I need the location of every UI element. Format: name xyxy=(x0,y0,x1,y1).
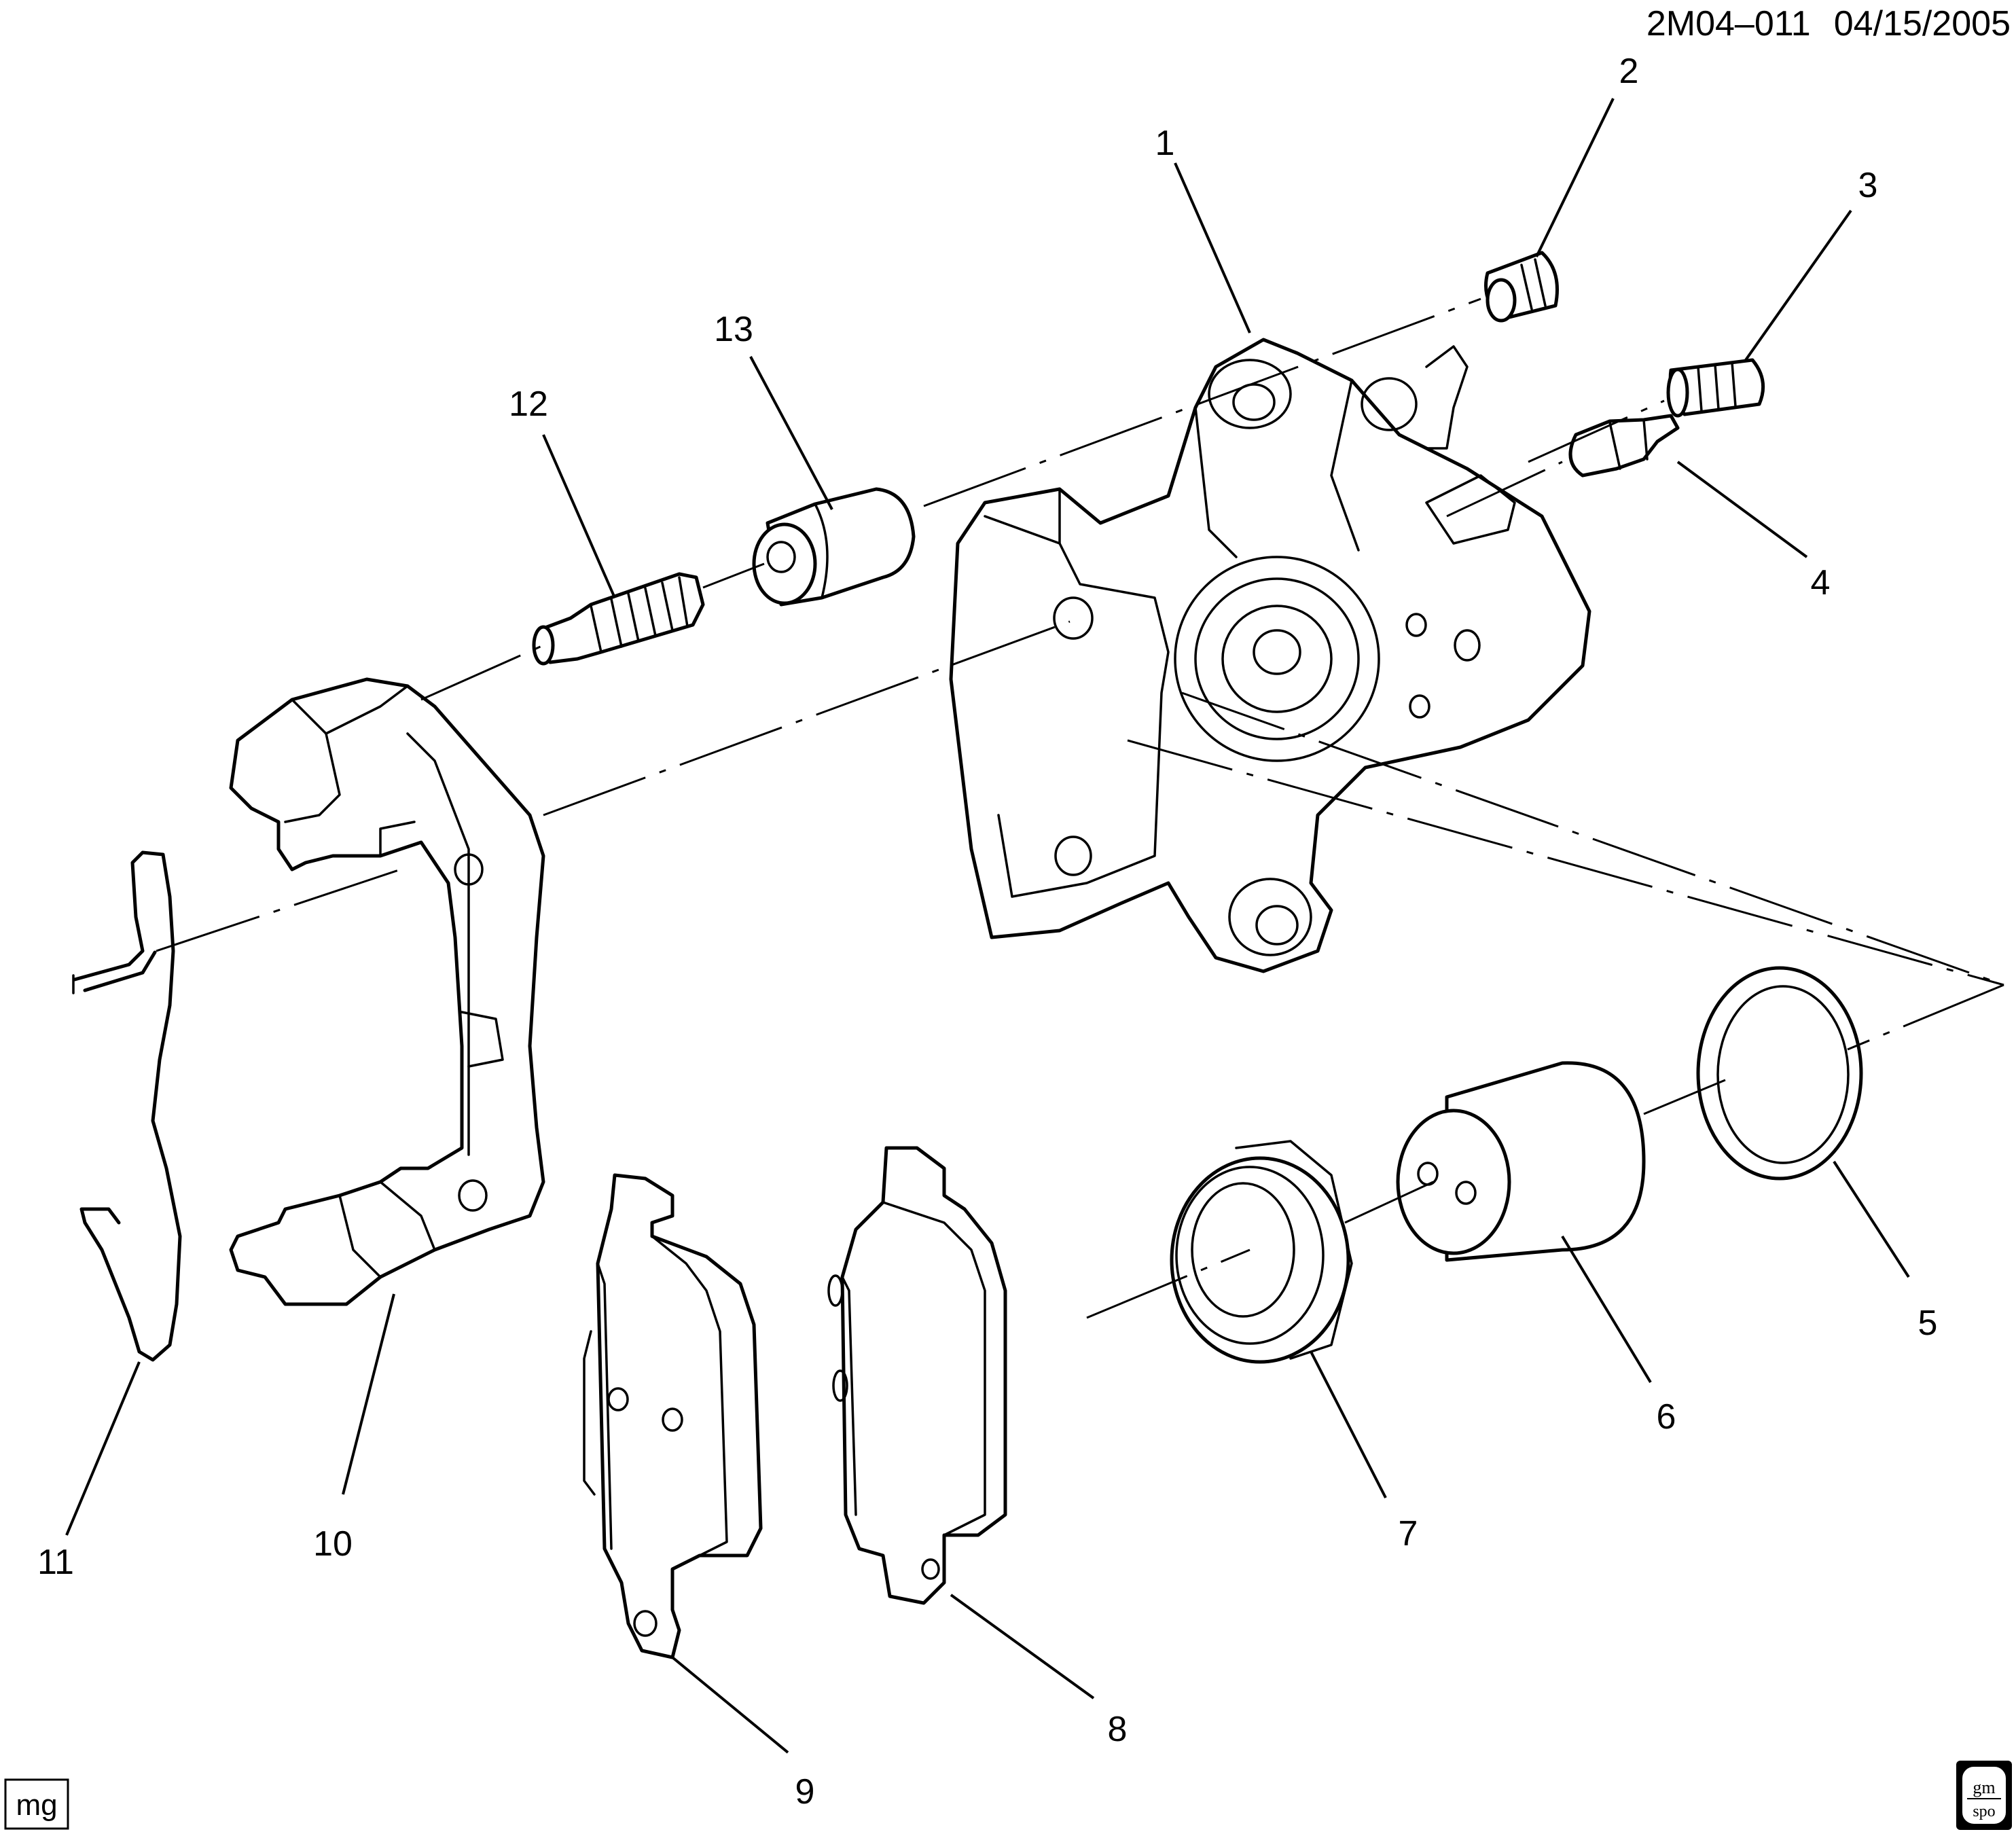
gm-spo-logo: gm spo xyxy=(1956,1761,2012,1830)
callout-8: 8 xyxy=(1108,1710,1128,1749)
callout-6: 6 xyxy=(1657,1397,1676,1437)
outer-brake-pad xyxy=(827,1146,1007,1605)
bleeder-cap xyxy=(1484,251,1559,323)
guide-pin-bushing xyxy=(752,487,916,607)
callout-2: 2 xyxy=(1619,52,1639,91)
diagram-code: 2M04–011 xyxy=(1646,4,1811,43)
assembly-lines xyxy=(156,298,2004,1319)
diagram-date: 04/15/2005 xyxy=(1834,4,2011,43)
callout-3: 3 xyxy=(1858,166,1878,205)
diagram-header: 2M04–011 04/15/2005 xyxy=(1646,4,2011,43)
leader-lines xyxy=(65,98,1910,1754)
inner-brake-pad xyxy=(583,1173,763,1659)
piston-seal-ring xyxy=(1696,966,1863,1181)
guide-pin-bolt xyxy=(532,572,705,666)
callout-13: 13 xyxy=(714,310,753,349)
caliper-bracket xyxy=(229,677,545,1306)
callout-9: 9 xyxy=(795,1772,815,1812)
logo-text-top: gm xyxy=(1973,1778,1995,1797)
callout-labels: 1 2 3 4 5 6 7 8 9 10 11 12 13 xyxy=(37,52,1937,1812)
callout-7: 7 xyxy=(1399,1514,1418,1553)
caliper-piston xyxy=(1396,1061,1646,1262)
logo-text-bottom: spo xyxy=(1973,1803,1995,1820)
callout-5: 5 xyxy=(1918,1303,1938,1343)
bleeder-dust-cap xyxy=(1666,358,1765,418)
bleeder-valve xyxy=(1568,414,1680,478)
callout-4: 4 xyxy=(1811,563,1831,603)
callout-11: 11 xyxy=(37,1543,74,1582)
callout-12: 12 xyxy=(509,384,548,424)
piston-boot xyxy=(1170,1140,1353,1364)
corner-tag-text: mg xyxy=(16,1788,57,1822)
corner-tag: mg xyxy=(4,1778,69,1830)
caliper-housing xyxy=(949,338,1591,973)
callout-10: 10 xyxy=(313,1524,353,1564)
callout-1: 1 xyxy=(1155,124,1175,163)
anti-rattle-spring xyxy=(72,850,182,1362)
